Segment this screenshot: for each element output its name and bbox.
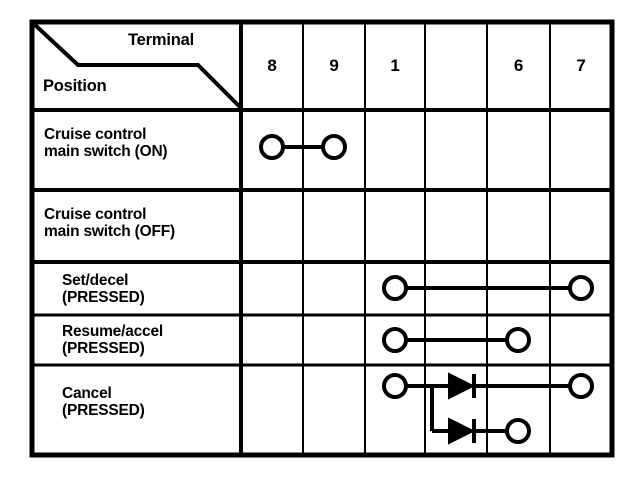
node-terminal-8	[259, 134, 285, 160]
continuity-cancel	[382, 372, 594, 445]
row-label-main-off: Cruise control main switch (OFF)	[44, 206, 175, 241]
node-terminal-1	[382, 275, 408, 301]
row-label-main-on: Cruise control main switch (ON)	[44, 126, 168, 161]
diode-symbol-upper	[448, 372, 476, 400]
column-header-1: 1	[390, 56, 400, 75]
node-terminal-9	[321, 134, 347, 160]
column-dividers	[239, 24, 551, 453]
node-terminal-7	[568, 275, 594, 301]
header-diagonal-divider	[32, 22, 242, 109]
row-label-resume-accel: Resume/accel (PRESSED)	[62, 323, 163, 358]
node-terminal-7	[568, 373, 594, 399]
row-label-cancel: Cancel (PRESSED)	[62, 385, 145, 420]
continuity-set-decel	[382, 275, 594, 301]
column-header-7: 7	[576, 56, 586, 75]
node-terminal-6	[505, 418, 531, 444]
row-label-set-decel: Set/decel (PRESSED)	[62, 272, 145, 307]
column-header-8: 8	[267, 56, 277, 75]
node-terminal-1	[382, 327, 408, 353]
header-position-label: Position	[43, 77, 107, 95]
header-terminal-label: Terminal	[128, 31, 194, 49]
continuity-resume-accel	[382, 327, 531, 353]
continuity-main-on	[259, 134, 347, 160]
column-header-6: 6	[513, 56, 524, 75]
node-terminal-1	[382, 373, 408, 399]
table-outer-border	[29, 19, 615, 458]
column-header-9: 9	[329, 56, 339, 75]
diode-symbol-lower	[448, 417, 476, 445]
row-dividers	[34, 108, 610, 367]
node-terminal-6	[505, 327, 531, 353]
